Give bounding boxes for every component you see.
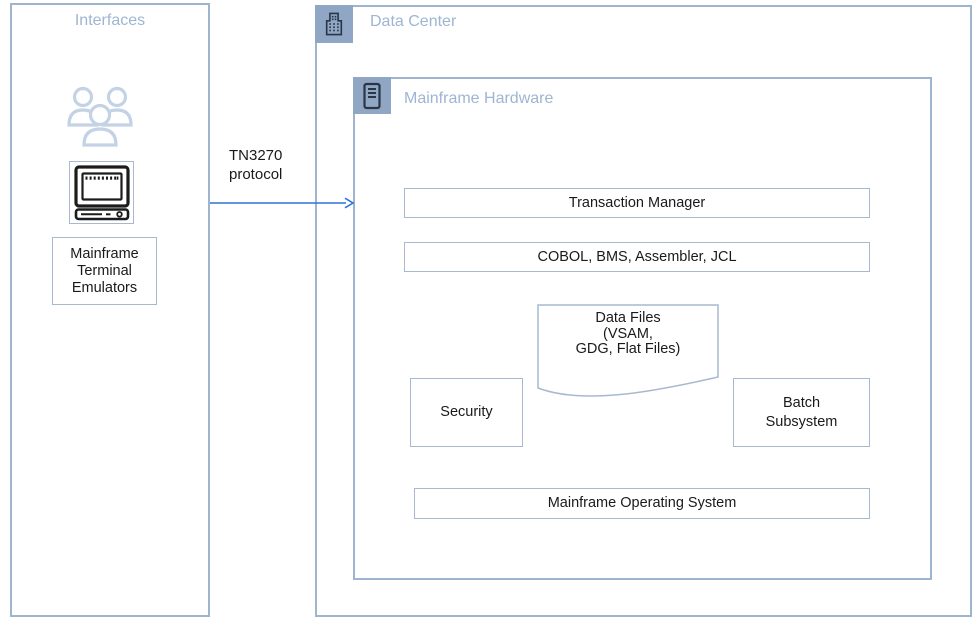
terminal-icon <box>73 165 130 221</box>
users-icon-svg <box>67 86 133 147</box>
mainframe-terminal-emulators-box: Mainframe Terminal Emulators <box>52 237 157 305</box>
terminal-icon-frame <box>69 161 134 224</box>
transaction-manager-box: Transaction Manager <box>404 188 870 218</box>
data-files-label: Data Files (VSAM, GDG, Flat Files) <box>537 310 719 358</box>
mainframe-terminal-emulators-label: Mainframe Terminal Emulators <box>70 245 139 296</box>
tn3270-arrow <box>210 197 355 209</box>
transaction-manager-label: Transaction Manager <box>568 194 706 211</box>
mainframe-hardware-badge <box>353 77 391 114</box>
arrow-head <box>344 197 355 209</box>
operating-system-box: Mainframe Operating System <box>414 488 870 519</box>
tn3270-protocol-label: TN3270 protocol <box>229 147 283 183</box>
security-box: Security <box>410 378 523 447</box>
mainframe-hardware-title: Mainframe Hardware <box>404 90 554 107</box>
data-files-line-3: GDG, Flat Files) <box>575 341 681 357</box>
languages-box: COBOL, BMS, Assembler, JCL <box>404 242 870 272</box>
data-files-line-1: Data Files <box>595 310 661 326</box>
data-files-shape: Data Files (VSAM, GDG, Flat Files) <box>537 304 719 400</box>
batch-subsystem-label: Batch Subsystem <box>765 394 838 430</box>
data-center-badge <box>315 5 353 43</box>
server-icon <box>363 82 381 109</box>
document-shape <box>537 304 719 397</box>
interfaces-container <box>10 3 210 617</box>
users-icon <box>57 84 143 150</box>
data-files-line-2: (VSAM, <box>603 325 653 342</box>
building-icon <box>325 12 343 36</box>
data-center-title: Data Center <box>370 13 457 30</box>
operating-system-label: Mainframe Operating System <box>547 495 737 511</box>
interfaces-title: Interfaces <box>74 12 146 29</box>
languages-label: COBOL, BMS, Assembler, JCL <box>537 248 737 265</box>
batch-subsystem-box: Batch Subsystem <box>733 378 870 447</box>
security-label: Security <box>440 404 493 420</box>
